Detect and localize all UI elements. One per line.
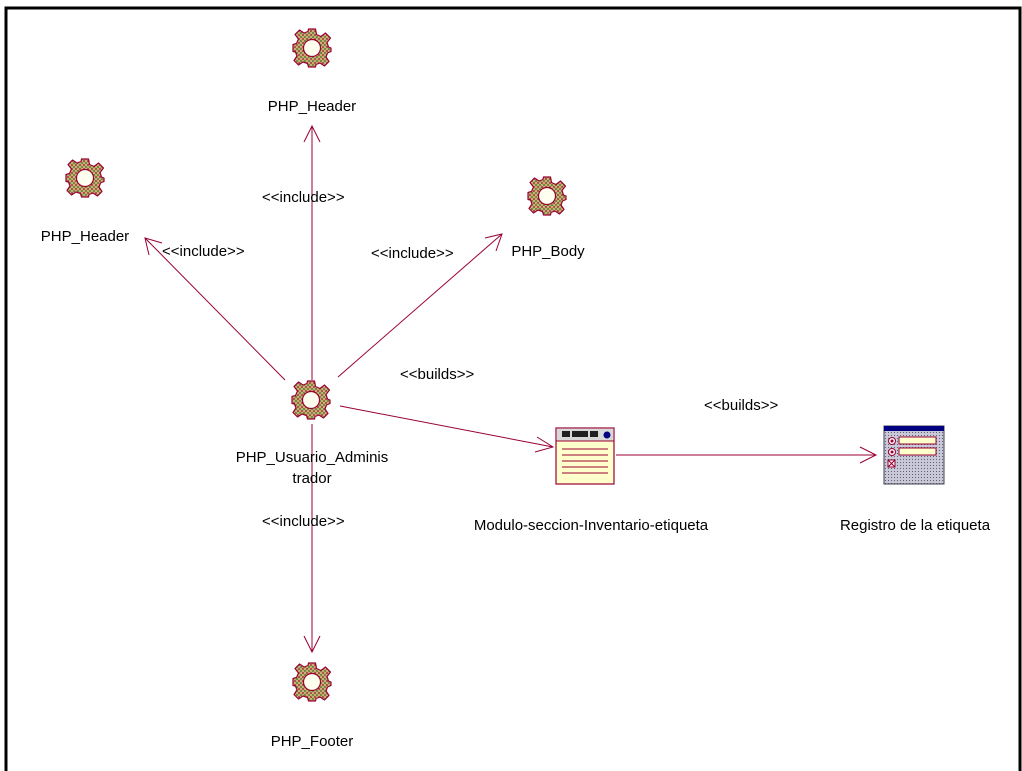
edge-modulo-to-registro <box>616 446 878 464</box>
node-label-line1: PHP_Usuario_Adminis <box>236 449 389 466</box>
node-php-body[interactable]: PHP_Body <box>511 176 585 260</box>
node-php-footer[interactable]: PHP_Footer <box>271 662 354 750</box>
node-php-usuario-administrador[interactable]: PHP_Usuario_Adminis trador <box>236 380 389 487</box>
node-label: PHP_Body <box>511 243 585 260</box>
edges-layer <box>144 124 878 654</box>
node-label: Registro de la etiqueta <box>840 517 991 534</box>
node-php-header-top[interactable]: PHP_Header <box>268 28 356 115</box>
edge-admin-to-body <box>337 233 503 378</box>
gear-icon <box>527 176 567 216</box>
edge-label-builds-modulo: <<builds>> <box>400 366 474 383</box>
edge-label-include-body: <<include>> <box>371 245 454 262</box>
diagram-frame <box>4 6 1022 771</box>
html-form-icon <box>883 425 945 485</box>
edge-admin-to-header-left <box>144 237 286 381</box>
edge-label-builds-registro: <<builds>> <box>704 397 778 414</box>
node-label: PHP_Footer <box>271 733 354 750</box>
node-php-header-left[interactable]: PHP_Header <box>41 158 129 245</box>
node-registro-de-la-etiqueta[interactable]: Registro de la etiqueta <box>840 425 991 534</box>
client-page-icon <box>555 427 615 485</box>
node-modulo-seccion-inventario-etiqueta[interactable]: Modulo-seccion-Inventario-etiqueta <box>474 427 709 534</box>
node-label: Modulo-seccion-Inventario-etiqueta <box>474 517 709 534</box>
edge-admin-to-header-top <box>303 124 321 380</box>
gear-icon <box>291 380 331 420</box>
node-label: PHP_Header <box>268 98 356 115</box>
edge-label-include-left: <<include>> <box>162 243 245 260</box>
edge-admin-to-footer <box>303 424 321 654</box>
node-label-line2: trador <box>292 470 331 487</box>
edge-label-include-footer: <<include>> <box>262 513 345 530</box>
gear-icon <box>65 158 105 198</box>
node-label: PHP_Header <box>41 228 129 245</box>
gear-icon <box>292 28 332 68</box>
edge-label-include-top: <<include>> <box>262 189 345 206</box>
gear-icon <box>292 662 332 702</box>
edge-admin-to-modulo <box>339 405 555 453</box>
